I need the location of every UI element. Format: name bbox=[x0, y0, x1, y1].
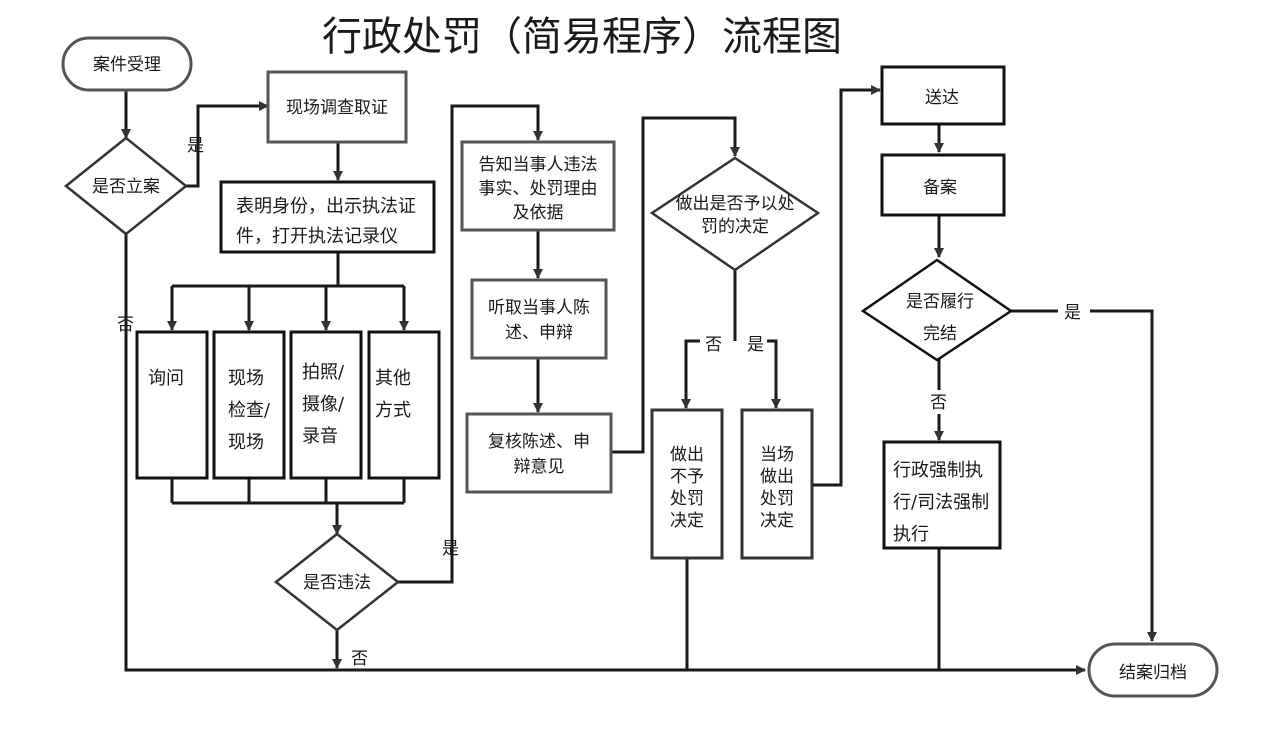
label-inquiry-1: 询问 bbox=[148, 368, 184, 389]
node-inquiry bbox=[135, 330, 209, 480]
edge-illegal-yes bbox=[398, 104, 543, 584]
node-archive-record bbox=[880, 153, 1006, 217]
node-notify-party bbox=[460, 140, 616, 232]
node-onsite-penalty bbox=[740, 408, 814, 560]
label-other-methods-2: 方式 bbox=[375, 400, 411, 421]
edge-label-filing-no: 否 bbox=[117, 315, 134, 335]
label-notify-party-3: 及依据 bbox=[513, 203, 564, 223]
label-show-id-1: 表明身份，出示执法证 bbox=[236, 196, 416, 217]
node-photo-record bbox=[289, 330, 363, 480]
label-photo-record-2: 摄像/ bbox=[302, 394, 345, 415]
label-archive-record: 备案 bbox=[923, 178, 957, 198]
edge-label-fulfill-yes: 是 bbox=[1064, 303, 1081, 323]
edge-labels: 是 否 是 否 否 是 是 否 bbox=[117, 136, 1081, 669]
node-site-check bbox=[212, 330, 286, 480]
label-deliver: 送达 bbox=[925, 88, 959, 108]
label-enforcement-3: 执行 bbox=[893, 524, 929, 545]
label-site-check-2: 检查/ bbox=[228, 400, 271, 421]
node-hear-party bbox=[470, 278, 608, 360]
label-penalty-decision-2: 罚的决定 bbox=[701, 217, 769, 237]
label-show-id-2: 件，打开执法记录仪 bbox=[236, 226, 398, 247]
label-site-check-3: 现场 bbox=[228, 432, 264, 453]
label-hear-party-1: 听取当事人陈 bbox=[488, 298, 590, 318]
edge-decision-no bbox=[681, 339, 700, 409]
node-labels: 案件受理 是否立案 现场调查取证 表明身份，出示执法证 件，打开执法记录仪 询问… bbox=[92, 55, 1187, 683]
label-no-penalty-1: 做出 bbox=[670, 445, 704, 465]
edge-onsite-to-deliver bbox=[812, 85, 881, 487]
node-filing-decision bbox=[63, 136, 189, 236]
label-notify-party-1: 告知当事人违法 bbox=[479, 155, 598, 175]
node-review-opinion bbox=[465, 412, 613, 494]
node-penalty-decision bbox=[649, 156, 821, 272]
label-onsite-penalty-3: 处罚 bbox=[760, 489, 794, 509]
nodes bbox=[61, 36, 1219, 698]
label-review-opinion-2: 辩意见 bbox=[514, 457, 565, 477]
edge-review-to-decision bbox=[611, 116, 740, 454]
label-fulfill-decision-1: 是否履行 bbox=[906, 292, 974, 312]
label-onsite-penalty-1: 当场 bbox=[760, 445, 794, 465]
node-show-id bbox=[219, 180, 436, 254]
label-case-accept: 案件受理 bbox=[93, 55, 161, 75]
label-photo-record-3: 录音 bbox=[302, 426, 338, 447]
label-illegal-decision: 是否违法 bbox=[303, 573, 371, 593]
label-notify-party-2: 事实、处罚理由 bbox=[479, 179, 598, 199]
node-no-penalty bbox=[650, 408, 724, 560]
edge-label-filing-yes: 是 bbox=[187, 136, 204, 156]
label-filing-decision: 是否立案 bbox=[92, 177, 160, 197]
connectors bbox=[121, 85, 1157, 675]
edge-label-fulfill-no: 否 bbox=[930, 393, 947, 413]
page-title: 行政处罚（简易程序）流程图 bbox=[322, 14, 842, 60]
node-enforcement bbox=[882, 440, 1002, 550]
label-no-penalty-4: 决定 bbox=[670, 511, 704, 531]
label-fulfill-decision-2: 完结 bbox=[923, 324, 957, 344]
label-close-archive: 结案归档 bbox=[1119, 663, 1187, 683]
node-site-investigation bbox=[266, 70, 408, 144]
node-case-accept bbox=[61, 36, 193, 92]
label-enforcement-1: 行政强制执 bbox=[893, 460, 983, 481]
node-close-archive bbox=[1087, 642, 1219, 698]
label-onsite-penalty-2: 做出 bbox=[760, 467, 794, 487]
edge-label-illegal-yes: 是 bbox=[442, 539, 459, 559]
label-enforcement-2: 行/司法强制 bbox=[893, 492, 989, 513]
edge-filing-yes bbox=[186, 101, 269, 188]
label-site-check-1: 现场 bbox=[228, 368, 264, 389]
edge-label-decision-yes: 是 bbox=[747, 335, 764, 355]
node-illegal-decision bbox=[273, 532, 401, 632]
node-other-methods bbox=[367, 330, 441, 480]
label-onsite-penalty-4: 决定 bbox=[760, 511, 794, 531]
edge-decision-yes bbox=[767, 339, 781, 409]
node-fulfill-decision bbox=[860, 258, 1014, 362]
label-review-opinion-1: 复核陈述、申 bbox=[488, 432, 590, 452]
label-no-penalty-2: 不予 bbox=[670, 467, 704, 487]
edge-label-decision-no: 否 bbox=[705, 335, 722, 355]
edge-label-illegal-no: 否 bbox=[351, 649, 368, 669]
label-hear-party-2: 述、申辩 bbox=[505, 323, 573, 343]
label-site-investigation: 现场调查取证 bbox=[286, 98, 388, 118]
label-no-penalty-3: 处罚 bbox=[670, 489, 704, 509]
edge-filing-no bbox=[124, 234, 1086, 675]
label-other-methods-1: 其他 bbox=[375, 368, 411, 389]
label-penalty-decision-1: 做出是否予以处 bbox=[676, 194, 795, 214]
node-deliver bbox=[880, 65, 1006, 126]
edge-fulfill-yes-right bbox=[1090, 309, 1157, 642]
label-photo-record-1: 拍照/ bbox=[302, 362, 345, 383]
